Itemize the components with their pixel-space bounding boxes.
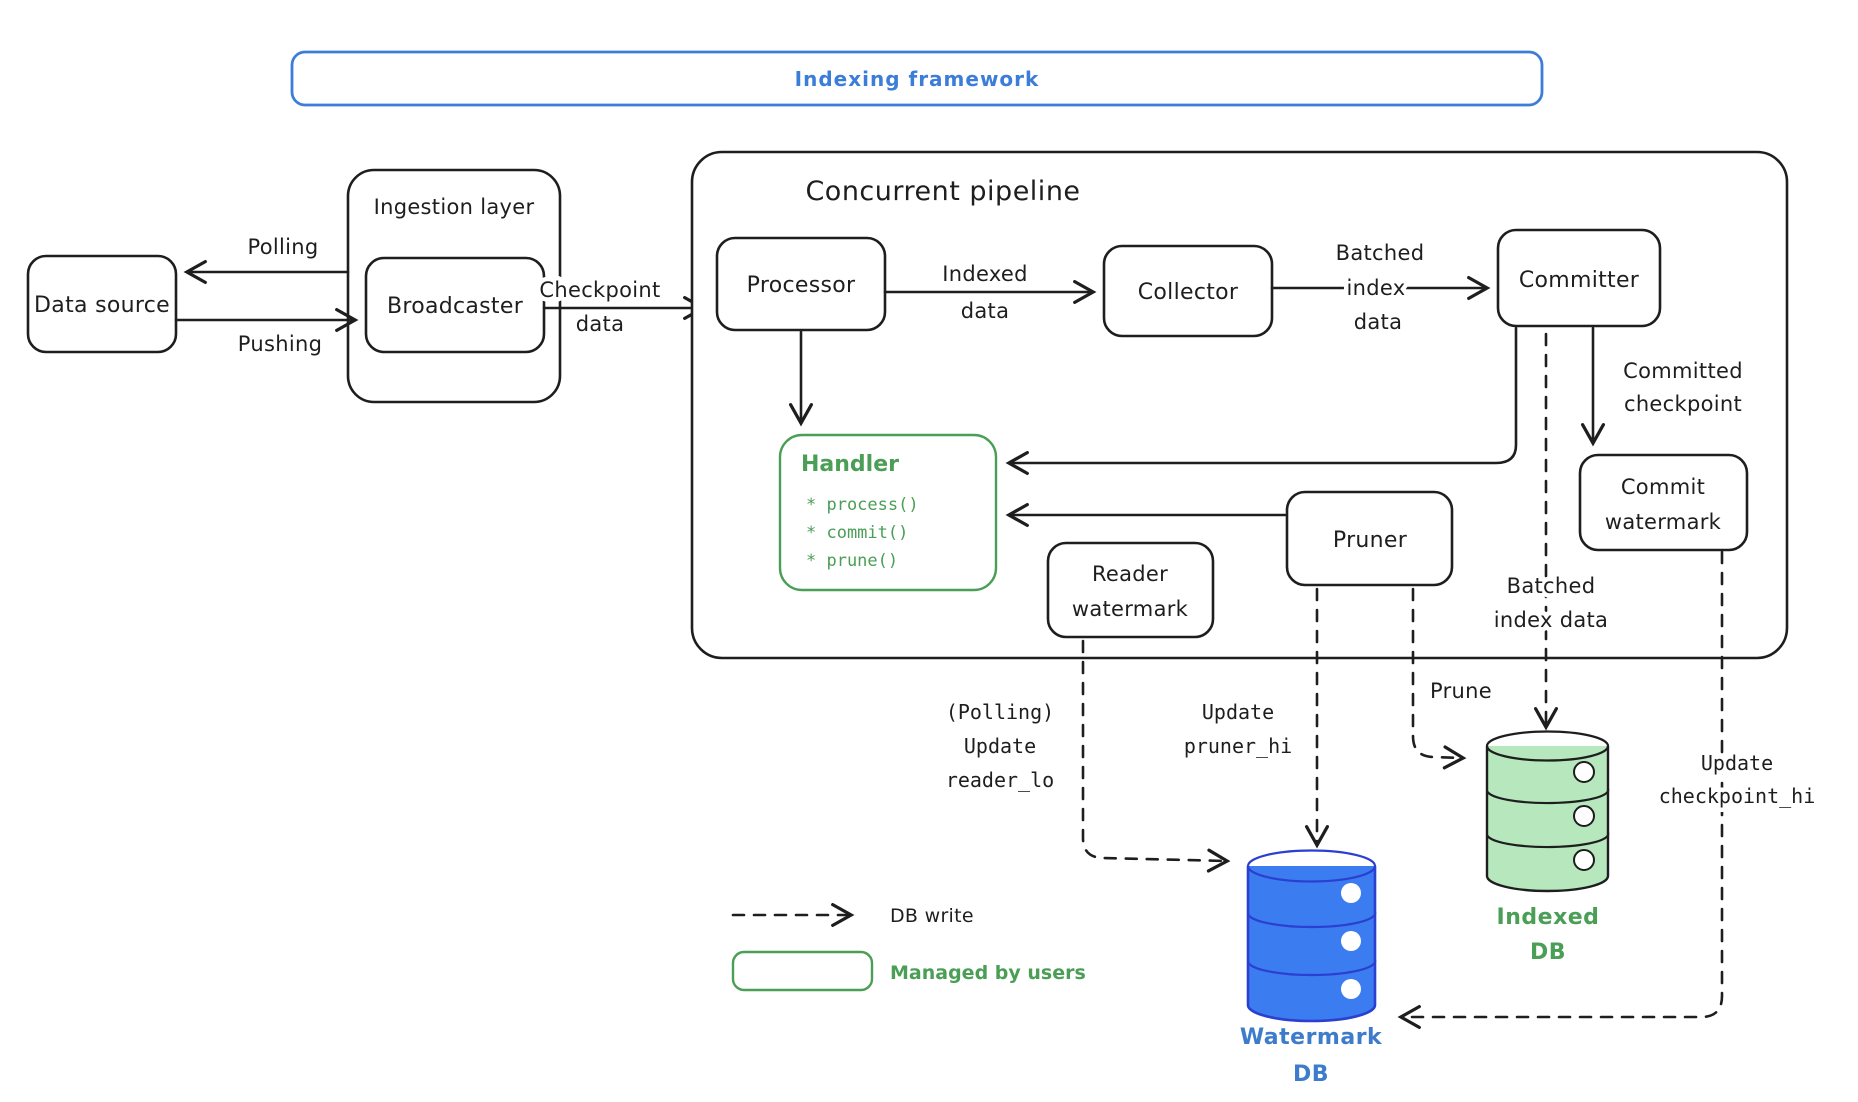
indexed-db-dot <box>1573 849 1595 871</box>
batched-index-top-label-2: index <box>1347 276 1406 300</box>
reader-watermark-box <box>1046 541 1215 639</box>
watermark-db-dot <box>1341 979 1361 999</box>
data-source-label: Data source <box>34 293 170 318</box>
batched-index-bottom-label-2: index data <box>1494 608 1608 632</box>
data-source-box <box>26 254 178 354</box>
broadcaster-box <box>364 256 546 354</box>
batched-index-top-label-3: data <box>1354 310 1403 334</box>
handler-method-prune: * prune() <box>806 551 898 571</box>
watermark-db: Watermark DB <box>1240 849 1383 1087</box>
watermark-db-dot <box>1341 931 1361 951</box>
broadcaster-label: Broadcaster <box>387 294 524 319</box>
watermark-db-top <box>1246 849 1377 883</box>
processor-box <box>715 236 887 332</box>
legend-green-box <box>731 950 874 992</box>
commit-watermark-box <box>1578 453 1749 552</box>
collector-label: Collector <box>1138 280 1239 305</box>
processor-label: Processor <box>747 273 856 298</box>
update-pruner-hi-label-1: Update <box>1202 700 1274 724</box>
reader-watermark-label-1: Reader <box>1092 562 1168 586</box>
indexing-framework-title: Indexing framework <box>795 67 1040 91</box>
batched-index-bottom-label-1: Batched <box>1507 574 1596 598</box>
update-checkpoint-hi-label-2: checkpoint_hi <box>1659 784 1816 808</box>
handler-method-commit: * commit() <box>806 523 908 543</box>
legend-managed-by-users-label: Managed by users <box>890 962 1086 984</box>
update-pruner-hi-label-2: pruner_hi <box>1184 734 1292 758</box>
reader-watermark-label-2: watermark <box>1072 597 1189 621</box>
watermark-db-divider <box>1246 911 1377 929</box>
polling-label: Polling <box>247 235 318 259</box>
indexed-db-dot <box>1573 761 1595 783</box>
handler-title: Handler <box>801 452 899 477</box>
indexed-db-divider <box>1485 788 1610 805</box>
watermark-db-dot <box>1341 883 1361 903</box>
committer-box <box>1496 228 1662 328</box>
committed-checkpoint-label-2: checkpoint <box>1624 392 1742 416</box>
prune-arrow <box>1411 587 1467 770</box>
checkpoint-data-label-2: data <box>576 312 625 336</box>
update-reader-lo-label-2: Update <box>964 734 1036 758</box>
indexed-db-dot <box>1573 805 1595 827</box>
legend-db-write-label: DB write <box>890 905 974 927</box>
update-checkpoint-hi-label-1: Update <box>1701 751 1773 775</box>
indexed-db-label-1: Indexed <box>1497 905 1600 930</box>
ingestion-layer-label: Ingestion layer <box>374 195 535 219</box>
concurrent-pipeline-title: Concurrent pipeline <box>805 176 1080 207</box>
commit-watermark-label-1: Commit <box>1621 475 1705 499</box>
prune-label: Prune <box>1430 679 1492 703</box>
indexed-db: Indexed DB <box>1485 730 1610 965</box>
update-reader-lo-label-3: reader_lo <box>946 768 1054 792</box>
indexed-db-divider <box>1485 832 1610 849</box>
watermark-db-body <box>1246 866 1377 1023</box>
watermark-db-divider <box>1246 959 1377 977</box>
checkpoint-data-label-1: Checkpoint <box>539 278 660 302</box>
legend: DB write Managed by users <box>731 903 1086 992</box>
indexed-data-label-1: Indexed <box>942 262 1028 286</box>
pruner-box <box>1285 490 1454 587</box>
committed-checkpoint-label-1: Committed <box>1623 359 1743 383</box>
committer-to-handler-arrow <box>1005 326 1518 475</box>
update-reader-lo-arrow <box>1081 639 1231 873</box>
pushing-label: Pushing <box>238 332 322 356</box>
committer-label: Committer <box>1519 268 1640 293</box>
indexed-data-label-2: data <box>961 299 1010 323</box>
watermark-db-label-1: Watermark <box>1240 1025 1383 1050</box>
handler-box <box>778 433 998 592</box>
handler-method-process: * process() <box>806 495 919 515</box>
indexing-framework-frame <box>290 50 1544 107</box>
commit-watermark-label-2: watermark <box>1605 510 1722 534</box>
indexed-db-label-2: DB <box>1530 940 1566 965</box>
batched-index-top-label-1: Batched <box>1336 241 1425 265</box>
collector-box <box>1102 244 1274 338</box>
update-reader-lo-label-1: (Polling) <box>946 700 1054 724</box>
pruner-label: Pruner <box>1333 528 1408 553</box>
indexed-db-top <box>1485 730 1610 762</box>
update-checkpoint-hi-arrow <box>1397 550 1724 1029</box>
watermark-db-label-2: DB <box>1293 1062 1329 1087</box>
